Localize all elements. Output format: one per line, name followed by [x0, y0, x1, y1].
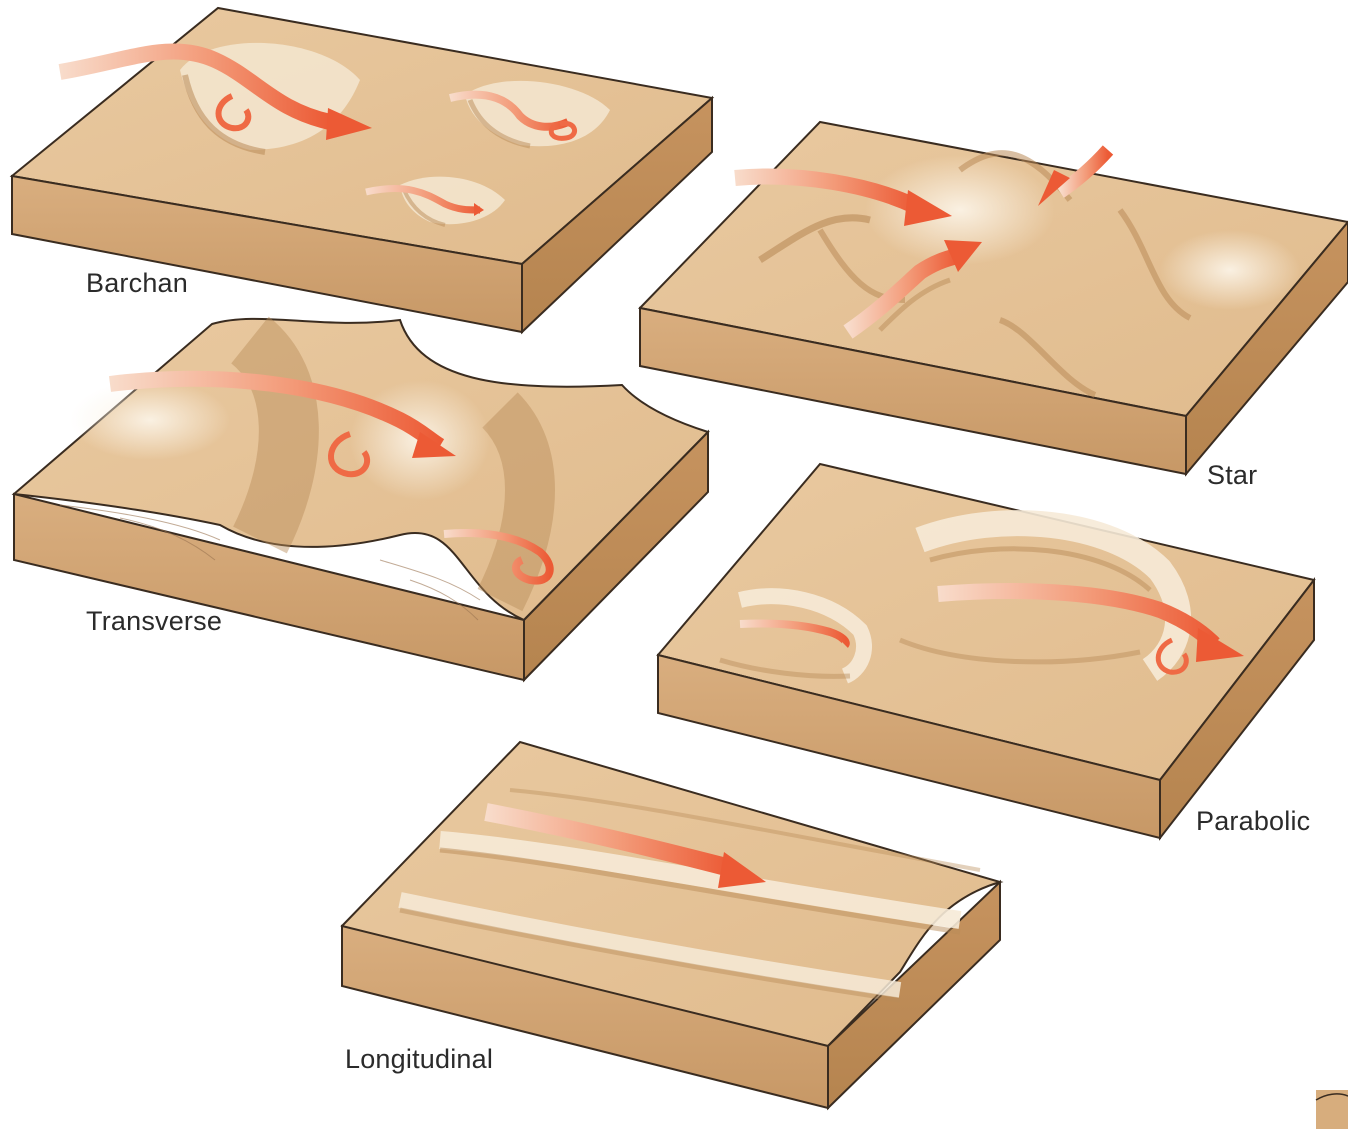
corner-fragment [1316, 1090, 1348, 1129]
star-block [640, 122, 1348, 474]
longitudinal-label: Longitudinal [345, 1044, 493, 1075]
parabolic-block [658, 464, 1314, 838]
transverse-label: Transverse [86, 606, 222, 637]
star-label: Star [1207, 460, 1257, 491]
parabolic-label: Parabolic [1196, 806, 1310, 837]
barchan-label: Barchan [86, 268, 188, 299]
